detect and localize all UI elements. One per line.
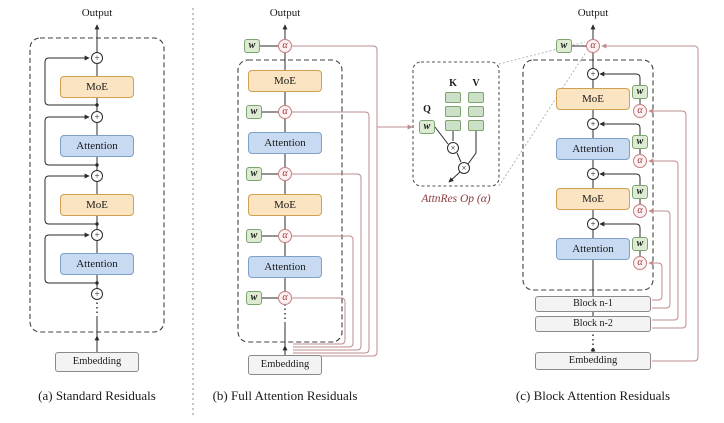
weight-box: w: [244, 39, 260, 53]
weight-box: w: [246, 105, 262, 119]
output-label-c: Output: [577, 7, 609, 19]
value-cell: [468, 106, 484, 117]
caption-c: (c) Block Attention Residuals: [515, 388, 671, 403]
weight-box: w: [556, 39, 572, 53]
block-n1: Block n-1: [535, 296, 651, 312]
moe-block: MoE: [248, 70, 322, 92]
alpha-op: α: [278, 39, 292, 53]
value-cell: [468, 92, 484, 103]
weight-box: w: [246, 291, 262, 305]
add-op: +: [91, 288, 103, 300]
moe-block: MoE: [248, 194, 322, 216]
ellipsis: ⋮: [89, 300, 105, 316]
value-cell: [468, 120, 484, 131]
alpha-op: α: [586, 39, 600, 53]
multiply-op: ×: [447, 142, 459, 154]
moe-block: MoE: [556, 88, 630, 110]
attention-block: Attention: [60, 253, 134, 275]
output-label-a: Output: [81, 7, 113, 19]
add-op: +: [91, 111, 103, 123]
alpha-op: α: [633, 104, 647, 118]
attention-block: Attention: [60, 135, 134, 157]
attention-block: Attention: [556, 138, 630, 160]
query-label: Q: [423, 104, 431, 115]
weight-box: w: [419, 120, 435, 134]
embedding-block: Embedding: [535, 352, 651, 370]
add-op: +: [587, 168, 599, 180]
embedding-block: Embedding: [55, 352, 139, 372]
attention-block: Attention: [248, 256, 322, 278]
caption-b: (b) Full Attention Residuals: [212, 388, 358, 403]
key-cell: [445, 120, 461, 131]
weight-box: w: [632, 85, 648, 99]
alpha-op: α: [633, 204, 647, 218]
weight-box: w: [246, 229, 262, 243]
embedding-block: Embedding: [248, 355, 322, 375]
add-op: +: [587, 68, 599, 80]
attention-block: Attention: [556, 238, 630, 260]
weight-box: w: [632, 237, 648, 251]
moe-block: MoE: [60, 194, 134, 216]
alpha-op: α: [633, 256, 647, 270]
caption-a: (a) Standard Residuals: [38, 388, 156, 403]
moe-block: MoE: [556, 188, 630, 210]
add-op: +: [91, 52, 103, 64]
alpha-op: α: [278, 229, 292, 243]
ellipsis: ⋮: [585, 332, 601, 348]
moe-block: MoE: [60, 76, 134, 98]
key-label: K: [449, 78, 457, 89]
weight-box: w: [632, 185, 648, 199]
block-n2: Block n-2: [535, 316, 651, 332]
add-op: +: [91, 170, 103, 182]
key-cell: [445, 106, 461, 117]
output-label-b: Output: [269, 7, 301, 19]
alpha-op: α: [633, 154, 647, 168]
alpha-op: α: [278, 167, 292, 181]
key-cell: [445, 92, 461, 103]
alpha-op: α: [278, 105, 292, 119]
add-op: +: [587, 218, 599, 230]
ellipsis: ⋮: [277, 306, 293, 322]
weight-box: w: [632, 135, 648, 149]
inset-caption: AttnRes Op (α): [421, 193, 491, 205]
add-op: +: [91, 229, 103, 241]
alpha-op: α: [278, 291, 292, 305]
add-op: +: [587, 118, 599, 130]
value-label: V: [472, 78, 480, 89]
multiply-op: ×: [458, 162, 470, 174]
weight-box: w: [246, 167, 262, 181]
attention-block: Attention: [248, 132, 322, 154]
